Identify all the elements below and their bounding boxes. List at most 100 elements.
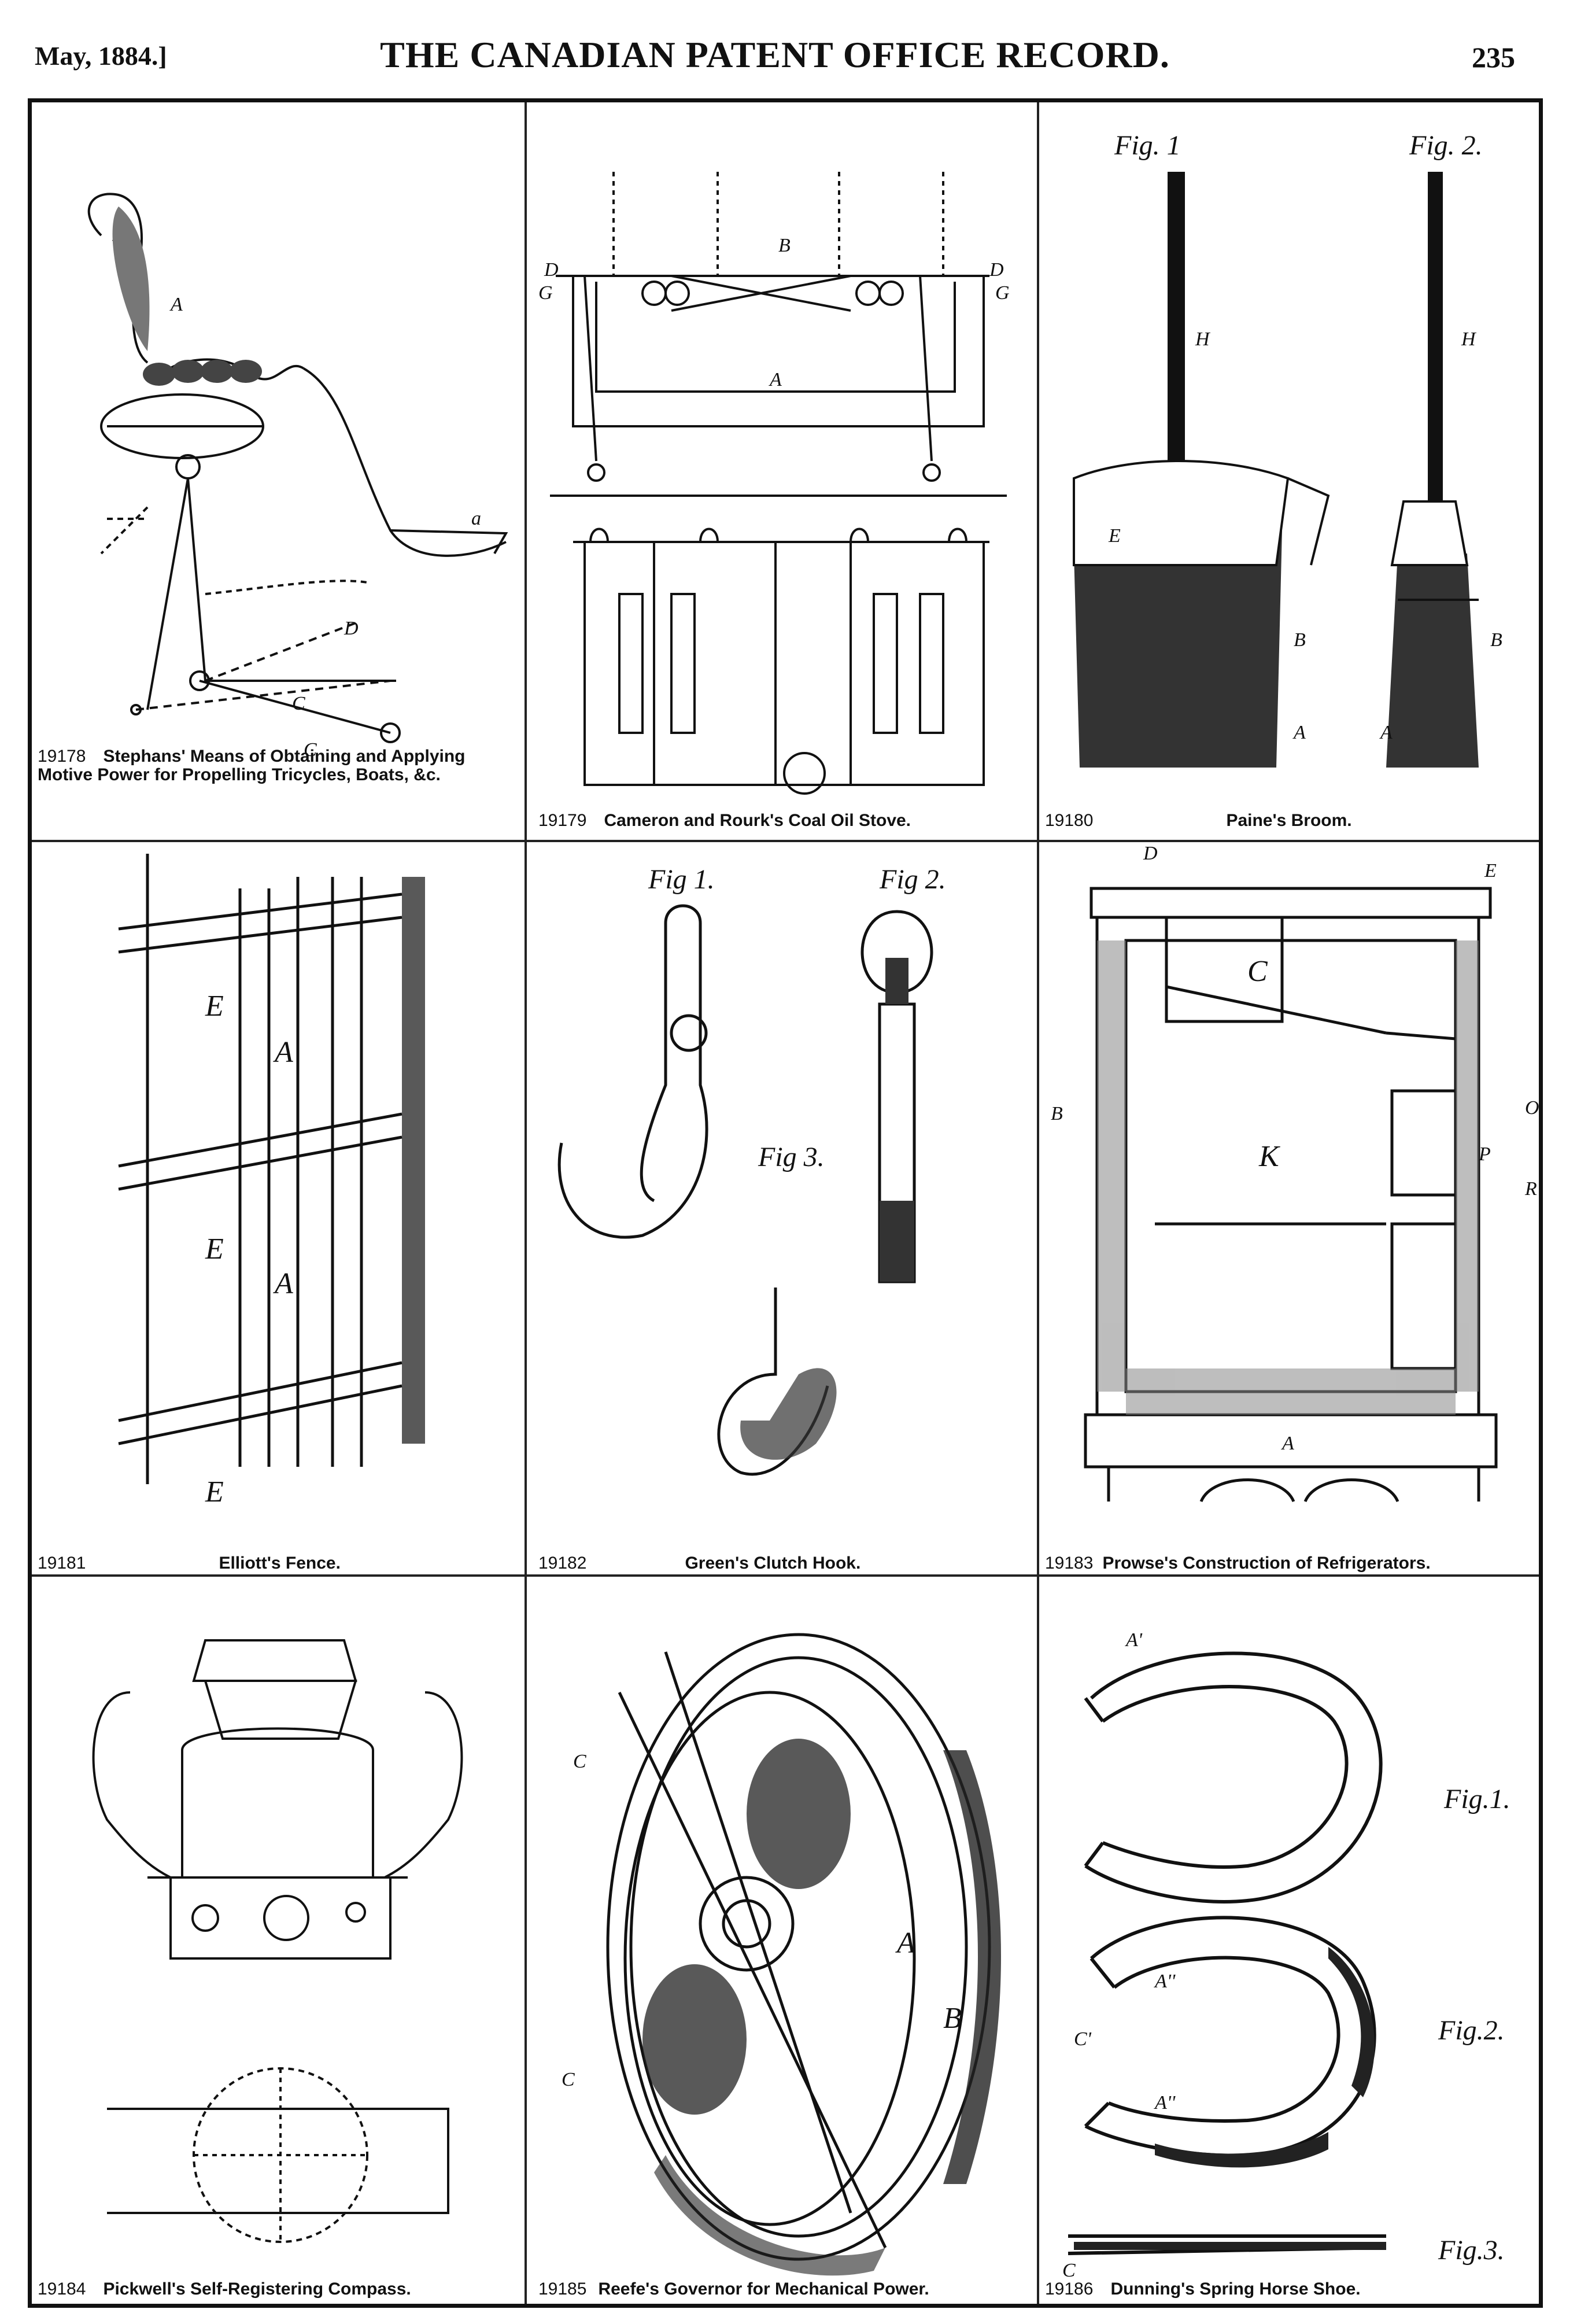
- patent-number-19179: 19179: [538, 811, 587, 830]
- governor-drawing: A B C C: [562, 1633, 1001, 2276]
- svg-text:D: D: [1143, 843, 1158, 864]
- svg-text:O: O: [1525, 1097, 1539, 1119]
- broom-fig-1-label: Fig. 1: [1114, 130, 1181, 161]
- grid-divider-vertical-1: [525, 102, 527, 2304]
- svg-text:C: C: [562, 2069, 575, 2090]
- grid-divider-horizontal-1: [32, 840, 1539, 842]
- patent-number-19185: 19185: [538, 2279, 587, 2299]
- patent-cell-19180: Fig. 1 Fig. 2. H H E A A: [1039, 102, 1545, 840]
- svg-text:A: A: [273, 1267, 293, 1300]
- svg-text:E: E: [205, 1475, 224, 1508]
- caption-19185: 19185 Reefe's Governor for Mechanical Pow…: [538, 2279, 1030, 2299]
- refrigerator-drawing: C K D E B O P R A: [1051, 843, 1539, 1503]
- patent-cell-19179: B A D D G G 19179 Cameron and Rourk's Coa…: [527, 102, 1037, 840]
- svg-text:B: B: [778, 235, 791, 256]
- patent-title-19186: Dunning's Spring Horse Shoe.: [1110, 2279, 1361, 2299]
- svg-text:G: G: [995, 282, 1010, 304]
- patent-number-19180: 19180: [1045, 811, 1094, 830]
- caption-19182: 19182 Green's Clutch Hook.: [538, 1554, 1030, 1573]
- svg-text:C: C: [573, 1751, 586, 1772]
- patent-title-19181: Elliott's Fence.: [219, 1554, 341, 1573]
- header-title: THE CANADIAN PATENT OFFICE RECORD.: [380, 34, 1170, 75]
- svg-text:C: C: [304, 739, 317, 761]
- patent-title-19182: Green's Clutch Hook.: [685, 1554, 861, 1573]
- tricycle-seat-drawing: A a D C C: [87, 193, 508, 761]
- svg-text:A: A: [1379, 722, 1393, 743]
- header-page-number: 235: [1472, 41, 1515, 73]
- patent-title-19178: Stephans' Means of Obtaining and Applyin…: [38, 747, 466, 784]
- patent-cell-19186: Fig.1. Fig.2. Fig.3. A': [1039, 1577, 1545, 2308]
- patent-title-19179: Cameron and Rourk's Coal Oil Stove.: [604, 811, 911, 830]
- svg-text:H: H: [1195, 329, 1211, 350]
- svg-text:a: a: [471, 508, 481, 529]
- horseshoe-fig-1-label: Fig.1.: [1443, 1784, 1510, 1814]
- svg-text:B: B: [1294, 629, 1306, 651]
- patent-title-19183: Prowse's Construction of Refrigerators.: [1102, 1554, 1431, 1573]
- svg-text:A: A: [1281, 1433, 1294, 1454]
- broom-fig-2-label: Fig. 2.: [1409, 130, 1483, 161]
- svg-text:P: P: [1478, 1143, 1491, 1165]
- svg-text:D: D: [989, 259, 1004, 281]
- hook-fig-2-label: Fig 2.: [879, 864, 946, 895]
- caption-19183: 19183 Prowse's Construction of Refrigerat…: [1045, 1554, 1542, 1573]
- svg-text:E: E: [1108, 525, 1121, 547]
- svg-text:A: A: [1292, 722, 1306, 743]
- svg-text:B: B: [1051, 1103, 1063, 1124]
- svg-text:A'': A'': [1154, 2092, 1176, 2113]
- caption-19186: 19186 Dunning's Spring Horse Shoe.: [1045, 2279, 1542, 2299]
- patent-title-19185: Reefe's Governor for Mechanical Power.: [598, 2279, 929, 2299]
- svg-text:A: A: [273, 1036, 293, 1069]
- svg-text:B: B: [943, 2002, 962, 2035]
- svg-text:C': C': [1074, 2028, 1092, 2050]
- patent-number-19186: 19186: [1045, 2279, 1094, 2299]
- svg-text:A: A: [895, 1927, 915, 1960]
- svg-text:E: E: [205, 1233, 224, 1266]
- svg-text:E: E: [205, 990, 224, 1023]
- caption-19179: 19179 Cameron and Rourk's Coal Oil Stove.: [538, 811, 1030, 831]
- broom-drawing: Fig. 1 Fig. 2. H H E A A: [1073, 130, 1502, 768]
- svg-text:K: K: [1258, 1140, 1280, 1173]
- svg-text:D: D: [344, 618, 359, 639]
- hook-fig-1-label: Fig 1.: [648, 864, 715, 895]
- svg-text:G: G: [538, 282, 553, 304]
- svg-text:A'': A'': [1154, 1971, 1176, 1992]
- patent-number-19182: 19182: [538, 1554, 587, 1573]
- horseshoe-fig-2-label: Fig.2.: [1438, 2015, 1505, 2046]
- patent-title-19184: Pickwell's Self-Registering Compass.: [103, 2279, 411, 2299]
- svg-text:A: A: [769, 369, 782, 390]
- svg-text:H: H: [1461, 329, 1477, 350]
- patent-number-19183: 19183: [1045, 1554, 1094, 1573]
- svg-text:R: R: [1524, 1178, 1537, 1200]
- patent-cell-19185: A B C C 19185 Reefe's Governor for Mechan…: [527, 1577, 1037, 2308]
- horse-shoe-drawing: Fig.1. Fig.2. Fig.3. A': [1062, 1629, 1510, 2281]
- fence-drawing: E E E A A: [118, 854, 425, 1508]
- svg-text:C: C: [1247, 955, 1268, 988]
- svg-text:E: E: [1484, 860, 1497, 881]
- svg-text:C: C: [1062, 2260, 1076, 2281]
- clutch-hook-drawing: Fig 1. Fig 2. Fig 3.: [557, 864, 946, 1476]
- patent-number-19178: 19178: [38, 747, 86, 766]
- grid-divider-horizontal-2: [32, 1574, 1539, 1577]
- page-header: May, 1884.] THE CANADIAN PATENT OFFICE R…: [35, 29, 1515, 87]
- patent-cell-19183: C K D E B O P R A 19183 Prowse's Construc…: [1039, 842, 1545, 1574]
- svg-text:A: A: [169, 294, 183, 315]
- coal-oil-stove-drawing: B A D D G G: [538, 172, 1010, 795]
- svg-text:B: B: [1490, 629, 1502, 651]
- svg-text:D: D: [544, 259, 559, 281]
- grid-divider-vertical-2: [1037, 102, 1039, 2304]
- header-date: May, 1884.]: [35, 41, 167, 71]
- compass-drawing: [92, 1639, 463, 2243]
- svg-text:C: C: [292, 693, 305, 714]
- horseshoe-fig-3-label: Fig.3.: [1438, 2235, 1505, 2266]
- svg-text:A': A': [1125, 1629, 1143, 1651]
